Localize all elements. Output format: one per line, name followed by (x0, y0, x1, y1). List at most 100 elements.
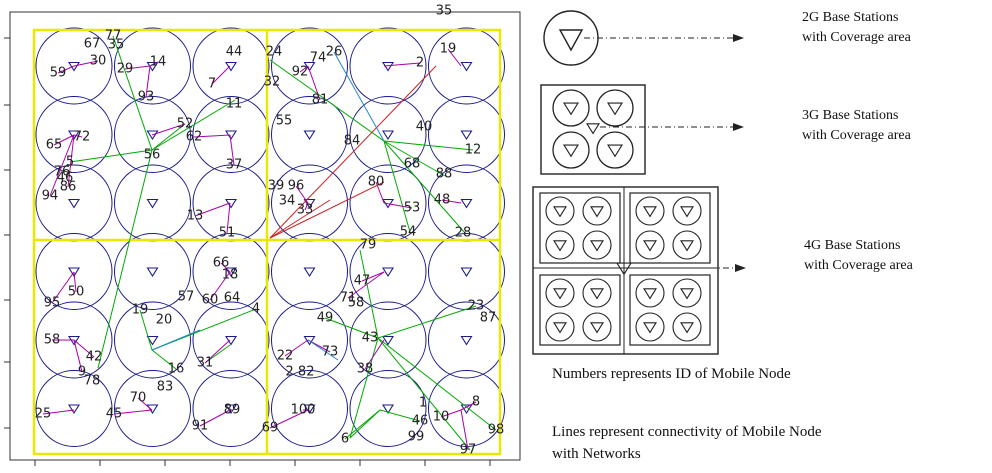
legend-4g-tri (643, 322, 657, 334)
link-line (194, 202, 231, 217)
link-line (51, 271, 75, 304)
link-line (220, 262, 231, 273)
mobile-node-id: 2 (416, 56, 424, 71)
mobile-node-id: 4 (252, 302, 260, 317)
mobile-node-id: 25 (35, 407, 52, 422)
mobile-node-id: 87 (480, 311, 497, 326)
link-line (151, 123, 186, 136)
base-station-icon (68, 404, 80, 415)
mobile-node-id: 92 (292, 65, 309, 80)
mobile-node-id: 39 (268, 179, 285, 194)
link-line (113, 409, 153, 415)
link-line (73, 60, 99, 67)
legend-4g-circle (672, 230, 702, 260)
link-line (299, 65, 309, 73)
mobile-node-id: 68 (404, 157, 421, 172)
base-station-icon (382, 404, 394, 415)
coverage-circle (192, 27, 270, 105)
legend-4g-circle (545, 278, 575, 308)
mobile-node-id: 89 (224, 403, 241, 418)
coverage-circle (428, 96, 505, 173)
mobile-node-id: 31 (197, 356, 214, 371)
base-station-icon (146, 404, 159, 415)
note-connectivity: Lines represent connectivity of Mobile N… (552, 421, 822, 465)
coverage-circle (271, 233, 348, 310)
legend-4g-circle (635, 278, 665, 308)
mobile-node-id: 59 (50, 66, 67, 81)
link-line (377, 305, 477, 339)
link-line (460, 409, 469, 451)
link-line (57, 65, 75, 74)
link-line (229, 134, 235, 166)
link-line (73, 339, 95, 358)
base-station-icon (146, 130, 159, 141)
coverage-circle (271, 96, 348, 173)
link-line (269, 199, 331, 239)
base-station-icon (460, 335, 473, 346)
link-line (151, 329, 201, 351)
link-line (226, 202, 231, 234)
mobile-node-id: 11 (226, 97, 243, 112)
legend-3g-center-tri (586, 123, 600, 135)
link-line (383, 140, 446, 177)
base-station-icon (146, 198, 159, 209)
mobile-node-id: 26 (326, 45, 343, 60)
mobile-node-id: 80 (368, 175, 385, 190)
coverage-circle (114, 233, 191, 310)
link-line (49, 134, 75, 197)
base-station-icon (146, 267, 159, 278)
mobile-node-id: 34 (279, 194, 296, 209)
link-line (151, 99, 236, 151)
mobile-node-id: 58 (44, 333, 61, 348)
mobile-node-id: 7 (208, 77, 216, 92)
mobile-node-id: 28 (455, 226, 472, 241)
legend-4g-tri (680, 206, 694, 218)
legend-4g-circle (545, 196, 575, 226)
mobile-node-id: 22 (277, 349, 294, 364)
mobile-node-id: 32 (264, 75, 281, 90)
mobile-node-id: 86 (60, 180, 77, 195)
coverage-circle (35, 233, 113, 310)
mobile-node-id: 83 (157, 380, 174, 395)
base-station-icon (460, 198, 473, 209)
mobile-node-id: 33 (297, 203, 314, 218)
legend-4g-circle (582, 312, 612, 342)
link-line (73, 134, 83, 138)
link-line (460, 401, 477, 411)
legend-4g-circle (582, 278, 612, 308)
legend-4g-tri (590, 288, 604, 300)
legend-3g-circle (552, 131, 590, 169)
legend-2g-symbol (543, 10, 744, 66)
mobile-node-id: 19 (440, 42, 457, 57)
link-line (379, 409, 421, 422)
mobile-node-id: 38 (357, 362, 374, 377)
mobile-node-id: 67 (84, 37, 101, 52)
mobile-node-id: 88 (436, 167, 453, 182)
link-line (204, 344, 231, 364)
link-line (211, 65, 231, 85)
mobile-node-id: 99 (408, 430, 425, 445)
mobile-node-id: 64 (224, 291, 241, 306)
legend-4g-circle (635, 230, 665, 260)
coverage-circle (35, 301, 113, 379)
coverage-circle (192, 370, 270, 447)
mobile-node-id: 35 (108, 38, 125, 53)
base-station-icon (460, 130, 473, 141)
link-line (333, 51, 385, 142)
mobile-node-id: 29 (117, 62, 134, 77)
coverage-circle (114, 301, 191, 379)
mobile-node-id: 62 (186, 130, 203, 145)
mobile-node-id: 46 (412, 414, 429, 429)
legend-3g-symbol (540, 84, 744, 175)
legend-3g-circle (596, 131, 634, 169)
mobile-node-id: 6 (341, 432, 349, 447)
mobile-node-id: 69 (262, 421, 279, 436)
coverage-circle (349, 27, 427, 105)
coverage-circle (192, 233, 270, 310)
legend-3g-tri (607, 102, 623, 116)
legend-4g-circle (635, 312, 665, 342)
mobile-node-id: 44 (226, 45, 243, 60)
legend-2g-line1: 2G Base Stations (802, 10, 899, 25)
link-line (284, 339, 309, 357)
